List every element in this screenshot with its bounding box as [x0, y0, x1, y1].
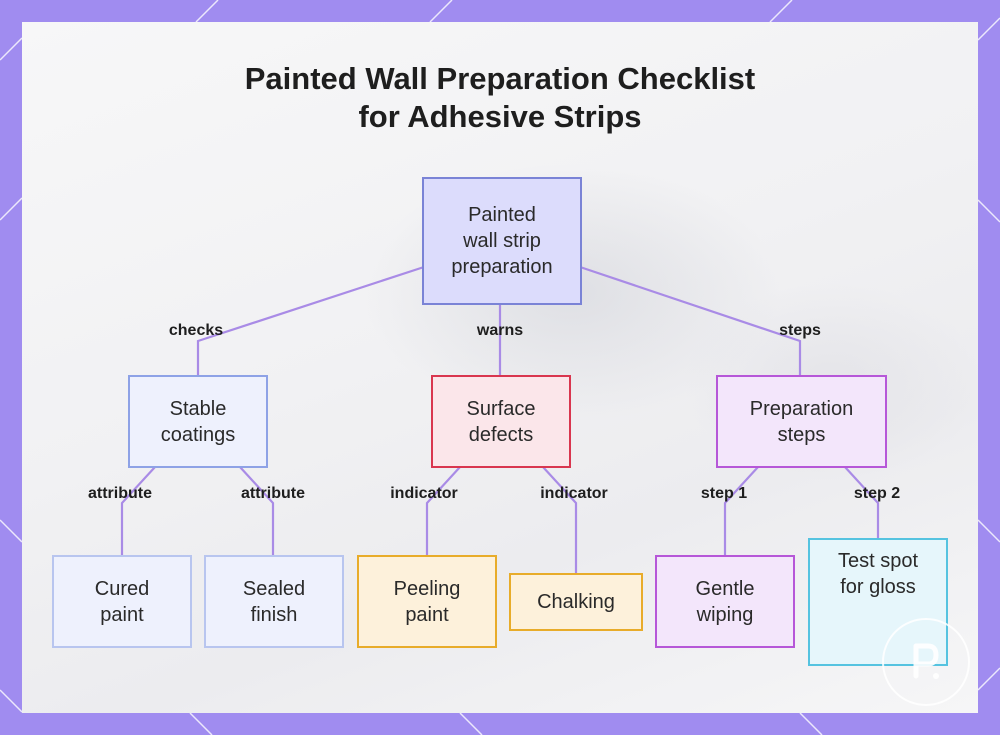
- title-line-2: for Adhesive Strips: [358, 99, 642, 134]
- watermark-logo-icon: [882, 618, 970, 706]
- edge-label-indicator-1: indicator: [390, 485, 458, 502]
- node-stable-coatings: Stable coatings: [128, 375, 268, 468]
- edge-label-indicator-2: indicator: [540, 485, 608, 502]
- edge-label-step-2: step 2: [853, 485, 901, 502]
- edge-step-2: [844, 466, 880, 538]
- edge-attribute-2: [239, 466, 275, 555]
- edge-label-attribute-1: attribute: [88, 485, 152, 502]
- edge-steps: [579, 265, 802, 375]
- edge-step-1: [723, 466, 759, 555]
- node-surface-defects: Surface defects: [431, 375, 571, 468]
- edge-label-attribute-2: attribute: [241, 485, 305, 502]
- edge-indicator-2: [542, 466, 578, 573]
- node-gentle-wiping: Gentle wiping: [655, 555, 795, 648]
- node-peeling-paint: Peeling paint: [357, 555, 497, 648]
- node-cured-paint: Cured paint: [52, 555, 192, 648]
- edge-checks: [196, 265, 425, 375]
- edge-label-warns: warns: [476, 322, 524, 339]
- edge-label-checks: checks: [168, 322, 224, 339]
- edge-attribute-1: [120, 466, 156, 555]
- node-root: Painted wall strip preparation: [422, 177, 582, 305]
- edge-label-step-1: step 1: [700, 485, 748, 502]
- diagram-title: Painted Wall Preparation Checklist for A…: [0, 60, 1000, 136]
- edge-label-steps: steps: [779, 322, 821, 339]
- edge-indicator-1: [425, 466, 461, 555]
- node-chalking: Chalking: [509, 573, 643, 631]
- node-sealed-finish: Sealed finish: [204, 555, 344, 648]
- title-line-1: Painted Wall Preparation Checklist: [244, 61, 756, 96]
- node-preparation-steps: Preparation steps: [716, 375, 887, 468]
